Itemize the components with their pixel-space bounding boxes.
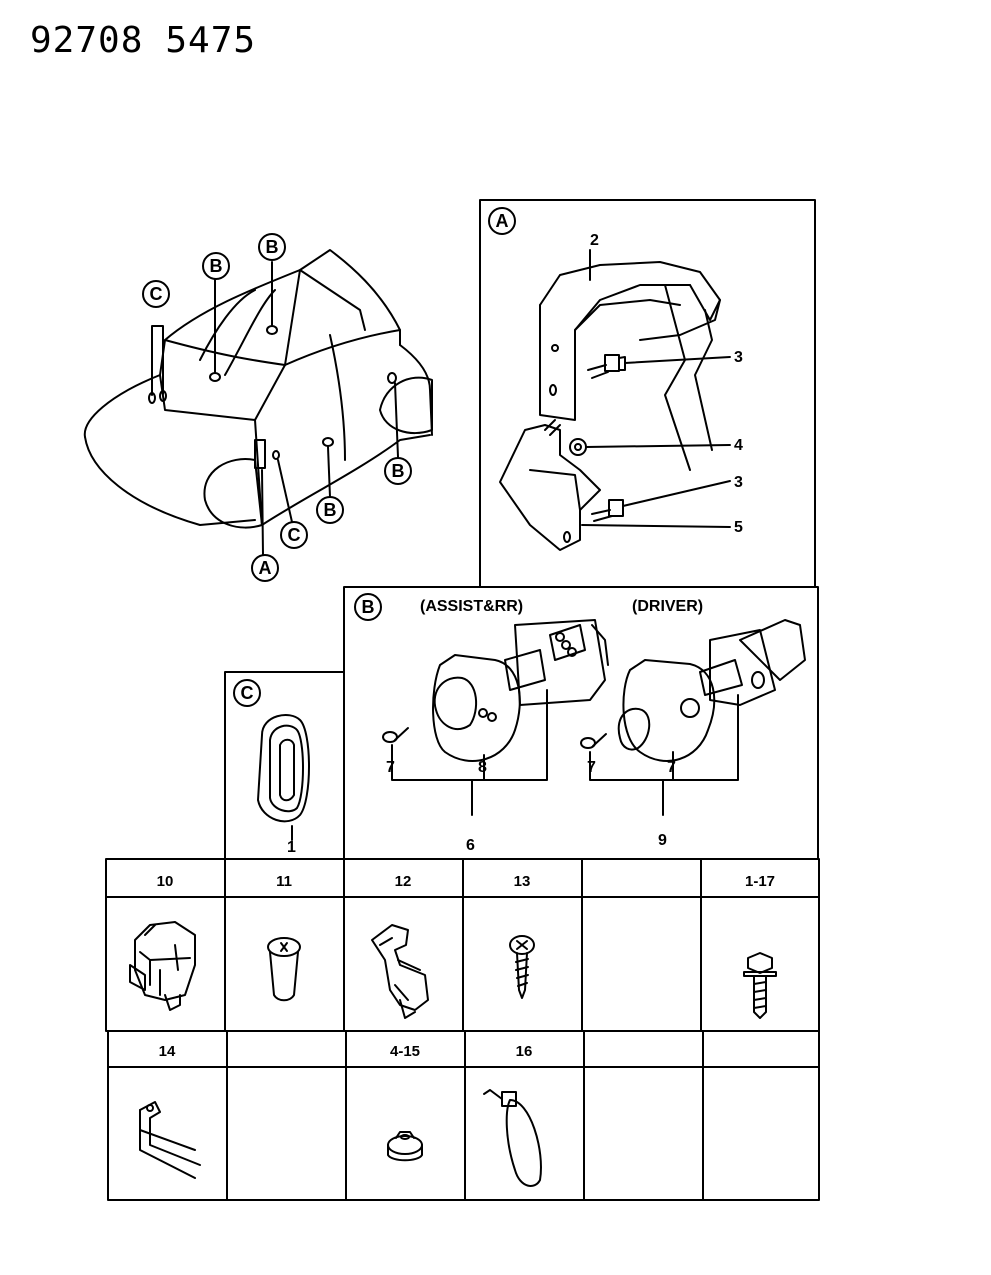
part-12-clamp-drawing bbox=[371, 924, 429, 1019]
part-7-label-driver-pad: 7 bbox=[667, 759, 676, 776]
part-10-clip-drawing bbox=[129, 921, 196, 1011]
part-8-label: 8 bbox=[478, 759, 487, 776]
part-1-label: 1 bbox=[287, 839, 296, 856]
car-overview bbox=[83, 233, 433, 582]
callout-c-label: C bbox=[150, 284, 163, 304]
callout-b-label: B bbox=[392, 461, 405, 481]
driver-label: (DRIVER) bbox=[632, 598, 703, 615]
part-3-label-lower: 3 bbox=[734, 474, 743, 491]
panel-a bbox=[488, 207, 731, 551]
part-4-label: 4 bbox=[734, 437, 743, 454]
callout-b-label: B bbox=[266, 237, 279, 257]
callout-a-label: A bbox=[259, 558, 272, 578]
part-11-clip-drawing bbox=[267, 937, 301, 1002]
part-7-label-driver-screw: 7 bbox=[587, 759, 596, 776]
doc-code-2: 5475 bbox=[165, 20, 257, 61]
part-2-label: 2 bbox=[590, 232, 599, 249]
parts-table bbox=[105, 858, 820, 1201]
part-4-15-nut-drawing bbox=[387, 1131, 423, 1162]
assist-label: (ASSIST&RR) bbox=[420, 598, 523, 615]
part-14-clip-drawing bbox=[139, 1101, 201, 1179]
part-7-label: 7 bbox=[386, 759, 395, 776]
panel-c bbox=[233, 679, 310, 841]
callout-b-label: B bbox=[324, 500, 337, 520]
part-1-17-bolt-drawing bbox=[743, 952, 777, 1019]
table-cell-r1c6: 1-17 bbox=[745, 873, 775, 890]
table-cell-r1c2: 11 bbox=[276, 873, 292, 890]
callout-c-label: C bbox=[288, 525, 301, 545]
part-9-label: 9 bbox=[658, 832, 667, 849]
doc-code-1: 92708 bbox=[30, 20, 144, 61]
panel-b-label: B bbox=[362, 597, 375, 617]
callout-b-label: B bbox=[210, 256, 223, 276]
panel-borders bbox=[224, 199, 819, 860]
panel-b bbox=[354, 593, 806, 816]
panel-a-frame bbox=[479, 199, 816, 588]
panel-a-label: A bbox=[496, 211, 509, 231]
part-3-label: 3 bbox=[734, 349, 743, 366]
part-6-label: 6 bbox=[466, 837, 475, 854]
table-cell-r1c4: 13 bbox=[514, 873, 531, 890]
table-cell-r2c4: 16 bbox=[516, 1043, 533, 1060]
part-5-label: 5 bbox=[734, 519, 743, 536]
panel-c-label: C bbox=[241, 683, 254, 703]
table-cell-r2c1: 14 bbox=[159, 1043, 176, 1060]
table-cell-r1c1: 10 bbox=[157, 873, 174, 890]
table-cell-r2c3: 4-15 bbox=[390, 1043, 420, 1060]
document-id: 92708 5475 bbox=[30, 20, 278, 61]
part-13-screw-drawing bbox=[509, 935, 535, 999]
table-cell-r1c3: 12 bbox=[395, 873, 412, 890]
part-16-strap-drawing bbox=[483, 1089, 542, 1187]
